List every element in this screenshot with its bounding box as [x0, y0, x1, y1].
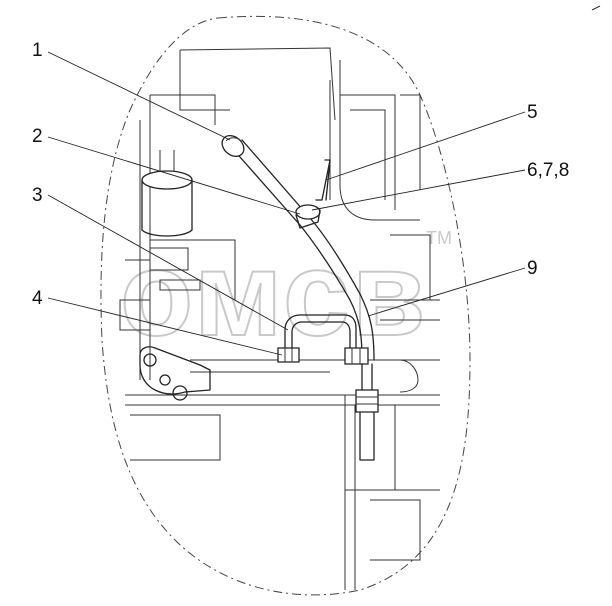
corner-mark [591, 5, 601, 11]
callout-5: 5 [527, 102, 538, 123]
bent-pipe [284, 314, 357, 351]
tube-clamp [295, 159, 331, 229]
pipe-fitting [277, 347, 300, 363]
leader-lines [47, 51, 526, 356]
engine-outline [100, 15, 471, 596]
watermark-logo: омсв [120, 227, 427, 361]
engine-block [119, 47, 440, 590]
watermark-trademark: TM [426, 228, 452, 248]
watermark: омсв TM [119, 226, 452, 362]
callout-6-7-8: 6,7,8 [527, 160, 569, 181]
callout-3: 3 [32, 185, 43, 206]
callout-9: 9 [527, 258, 538, 279]
dipstick-tube [221, 135, 375, 361]
callout-4: 4 [32, 288, 43, 309]
mounting-bracket [139, 346, 211, 401]
callout-1: 1 [32, 40, 43, 61]
callout-2: 2 [32, 126, 43, 147]
filter-canister [141, 150, 193, 271]
drain-assembly [344, 347, 379, 461]
